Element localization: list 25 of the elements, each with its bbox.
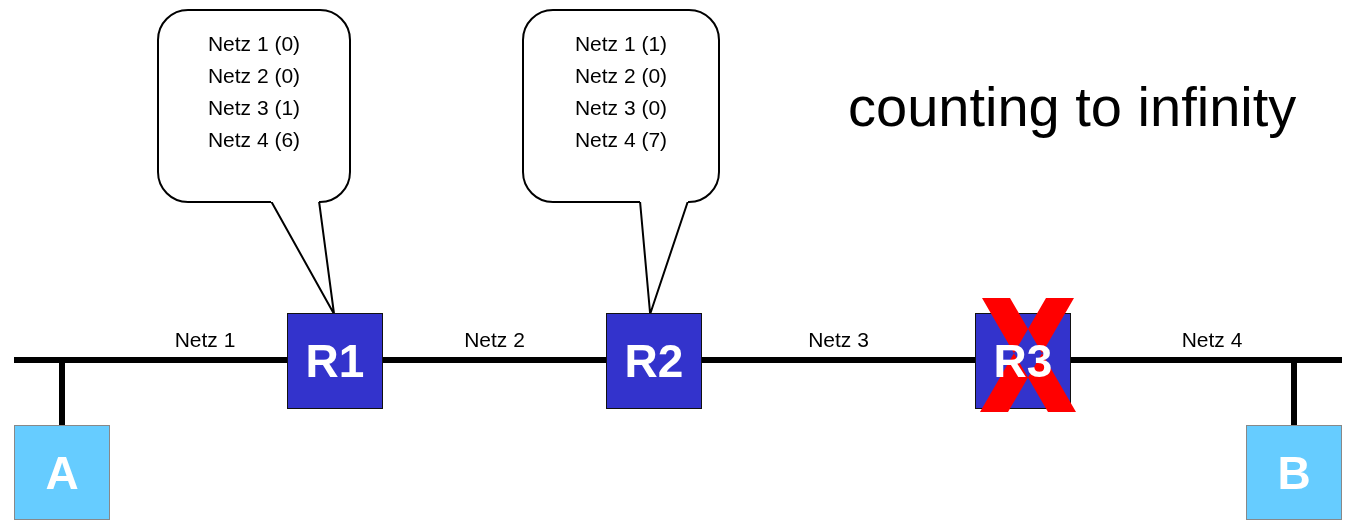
- router-box: [287, 313, 383, 409]
- network-line: [1070, 357, 1297, 426]
- router-box: [606, 313, 702, 409]
- routing-entry: Netz 3 (0): [574, 95, 668, 121]
- network-line: [701, 357, 976, 363]
- router-name: R1: [305, 334, 365, 388]
- host-box: [1246, 425, 1342, 520]
- network-line: [382, 357, 607, 363]
- routing-entry: Netz 1 (0): [207, 31, 301, 57]
- routing-entry: Netz 2 (0): [574, 63, 668, 89]
- callout-pointer: [639, 200, 689, 315]
- routing-entry: Netz 2 (0): [207, 63, 301, 89]
- routing-entry: Netz 1 (1): [574, 31, 668, 57]
- speech-bubble: [158, 10, 350, 202]
- host-name: A: [45, 445, 79, 500]
- callout-pointer: [270, 200, 336, 315]
- routing-entry: Netz 4 (6): [207, 127, 301, 153]
- network-line: [59, 357, 288, 426]
- title: counting to infinity: [848, 74, 1297, 139]
- host-name: B: [1277, 445, 1311, 500]
- speech-bubble: [523, 10, 719, 202]
- routing-entry: Netz 3 (1): [207, 95, 301, 121]
- router-name: R2: [624, 334, 684, 388]
- host-box: [14, 425, 110, 520]
- routing-entry: Netz 4 (7): [574, 127, 668, 153]
